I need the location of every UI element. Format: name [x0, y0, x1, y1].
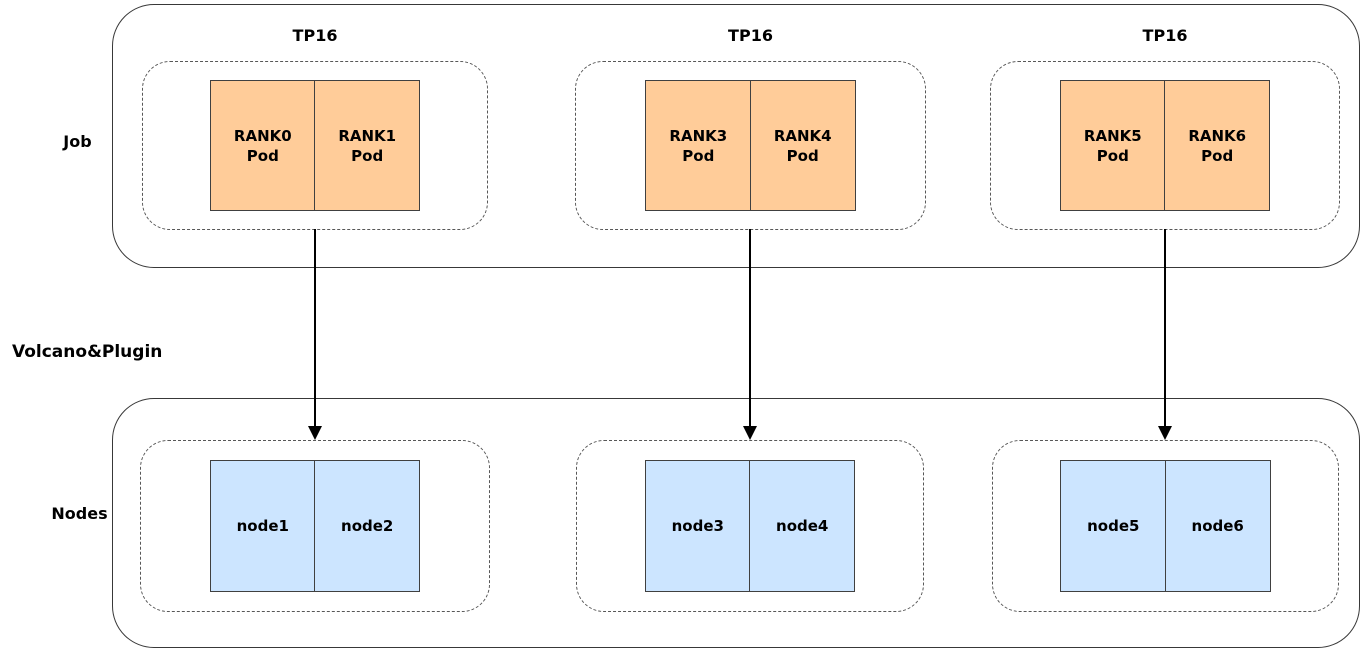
- job-to-nodes-arrow-2: [743, 229, 757, 440]
- node-pair-boundary-3: node5 node6: [992, 440, 1339, 612]
- pod-rank6-kind-label: Pod: [1201, 146, 1234, 165]
- node-box-node2: node2: [314, 460, 421, 592]
- tp-group-1-title: TP16: [292, 26, 338, 45]
- node-group-1: node1 node2: [140, 440, 490, 612]
- pod-rank3-kind-label: Pod: [682, 146, 715, 165]
- node-box-node5: node5: [1060, 460, 1167, 592]
- arrow-3-line: [1164, 229, 1166, 427]
- node-box-node3: node3: [644, 460, 751, 592]
- node-box-node6: node6: [1164, 460, 1271, 592]
- arrow-2-line: [749, 229, 751, 427]
- pod-pair-boundary-2: RANK3 Pod RANK4 Pod: [575, 61, 926, 230]
- pod-rank6-rank-label: RANK6: [1188, 126, 1247, 145]
- volcano-plugin-label: Volcano&Plugin: [12, 342, 163, 362]
- pod-rank5-rank-label: RANK5: [1083, 126, 1142, 145]
- node-pair-boundary-1: node1 node2: [140, 440, 490, 612]
- pod-rank1-kind-label: Pod: [351, 146, 384, 165]
- pod-rank4: RANK4 Pod: [749, 80, 856, 211]
- tp-group-1: TP16 RANK0 Pod RANK1 Pod: [142, 26, 488, 230]
- nodes-section-label: Nodes: [51, 504, 108, 523]
- pod-pair-boundary-1: RANK0 Pod RANK1 Pod: [142, 61, 488, 230]
- job-to-nodes-arrow-3: [1158, 229, 1172, 440]
- pod-pair-boundary-3: RANK5 Pod RANK6 Pod: [990, 61, 1340, 230]
- pod-rank0-rank-label: RANK0: [233, 126, 292, 145]
- pod-pair-2: RANK3 Pod RANK4 Pod: [645, 80, 856, 211]
- tp-group-2: TP16 RANK3 Pod RANK4 Pod: [575, 26, 926, 230]
- pod-rank0: RANK0 Pod: [209, 80, 316, 211]
- node-box-node4: node4: [749, 460, 856, 592]
- tp-group-3: TP16 RANK5 Pod RANK6 Pod: [990, 26, 1340, 230]
- node-pair-2: node3 node4: [644, 460, 856, 592]
- node-pair-boundary-2: node3 node4: [576, 440, 924, 612]
- pod-rank5-kind-label: Pod: [1096, 146, 1129, 165]
- nodes-section-boundary: [112, 398, 1360, 648]
- pod-rank6: RANK6 Pod: [1164, 80, 1271, 211]
- pod-pair-1: RANK0 Pod RANK1 Pod: [209, 80, 421, 211]
- pod-rank0-kind-label: Pod: [246, 146, 279, 165]
- tp-group-3-title: TP16: [1142, 26, 1188, 45]
- node-group-2: node3 node4: [576, 440, 924, 612]
- job-section-boundary: [112, 4, 1360, 268]
- node-pair-1: node1 node2: [209, 460, 421, 592]
- pod-rank4-kind-label: Pod: [786, 146, 819, 165]
- pod-pair-3: RANK5 Pod RANK6 Pod: [1059, 80, 1271, 211]
- pod-rank1: RANK1 Pod: [314, 80, 421, 211]
- arrow-3-down-arrowhead-icon: [1158, 426, 1172, 440]
- arrow-2-down-arrowhead-icon: [743, 426, 757, 440]
- pod-rank4-rank-label: RANK4: [773, 126, 832, 145]
- node-pair-3: node5 node6: [1060, 460, 1271, 592]
- pod-rank3-rank-label: RANK3: [669, 126, 728, 145]
- job-section-label: Job: [63, 132, 92, 151]
- job-to-nodes-arrow-1: [308, 229, 322, 440]
- arrow-1-line: [314, 229, 316, 427]
- pod-rank1-rank-label: RANK1: [338, 126, 397, 145]
- node-box-node1: node1: [209, 460, 316, 592]
- tp-group-2-title: TP16: [728, 26, 773, 45]
- arrow-1-down-arrowhead-icon: [308, 426, 322, 440]
- node-group-3: node5 node6: [992, 440, 1339, 612]
- pod-rank5: RANK5 Pod: [1059, 80, 1166, 211]
- pod-rank3: RANK3 Pod: [645, 80, 752, 211]
